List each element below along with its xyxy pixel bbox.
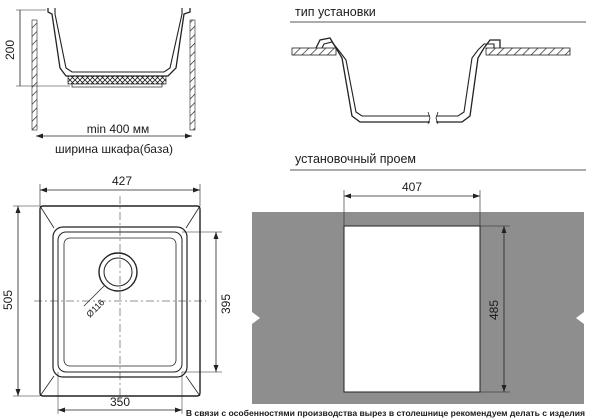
sink-profile-inner — [54, 8, 183, 73]
height-label: 200 — [3, 40, 17, 60]
cabinet-wall-right — [189, 19, 196, 131]
footer-note: В связи с особенностями производства выр… — [186, 408, 585, 418]
bowl-outline-base — [63, 237, 177, 367]
cutout-width-label: 407 — [402, 180, 422, 194]
countertop-left — [291, 47, 337, 56]
profile-break — [427, 111, 439, 125]
bowl-width-label: 350 — [110, 395, 130, 409]
top-view: 427 505 Ø116 395 350 — [1, 174, 233, 414]
cutout-opening — [343, 225, 481, 393]
cutout-title: установочный проем — [295, 152, 416, 166]
drain-outer-ring — [98, 252, 138, 292]
cabinet-wall-left — [31, 19, 38, 131]
cabinet-width-label: ширина шкафа(база) — [55, 142, 173, 156]
sink-profile-outer — [47, 8, 191, 77]
drain-diameter-label: Ø116 — [84, 297, 106, 319]
drain-leader — [83, 285, 105, 307]
countertop-right — [485, 47, 571, 56]
side-view: 200 min 400 мм ширина шкафа(база) — [3, 8, 196, 156]
sink-install-profile-outer — [315, 37, 430, 123]
drain-base — [71, 83, 163, 88]
bowl-height-label: 395 — [219, 294, 233, 314]
drain-inner-ring — [103, 257, 133, 287]
install-type-title: тип установки — [295, 5, 376, 19]
sink-install-profile-inner — [321, 41, 430, 117]
min-width-label: min 400 мм — [87, 122, 150, 136]
sink-install-profile-outer-right — [436, 39, 501, 123]
sink-bottom-ribs — [67, 75, 167, 85]
sink-install-profile-inner-right — [436, 43, 495, 117]
cutout-view: установочный проем 407 485 — [252, 152, 586, 404]
rim-bevel-lines — [39, 205, 201, 397]
outer-height-label: 505 — [1, 290, 15, 310]
install-type-view: тип установки — [290, 5, 586, 125]
cutout-height-label: 485 — [487, 300, 501, 320]
outer-width-label: 427 — [112, 174, 132, 188]
